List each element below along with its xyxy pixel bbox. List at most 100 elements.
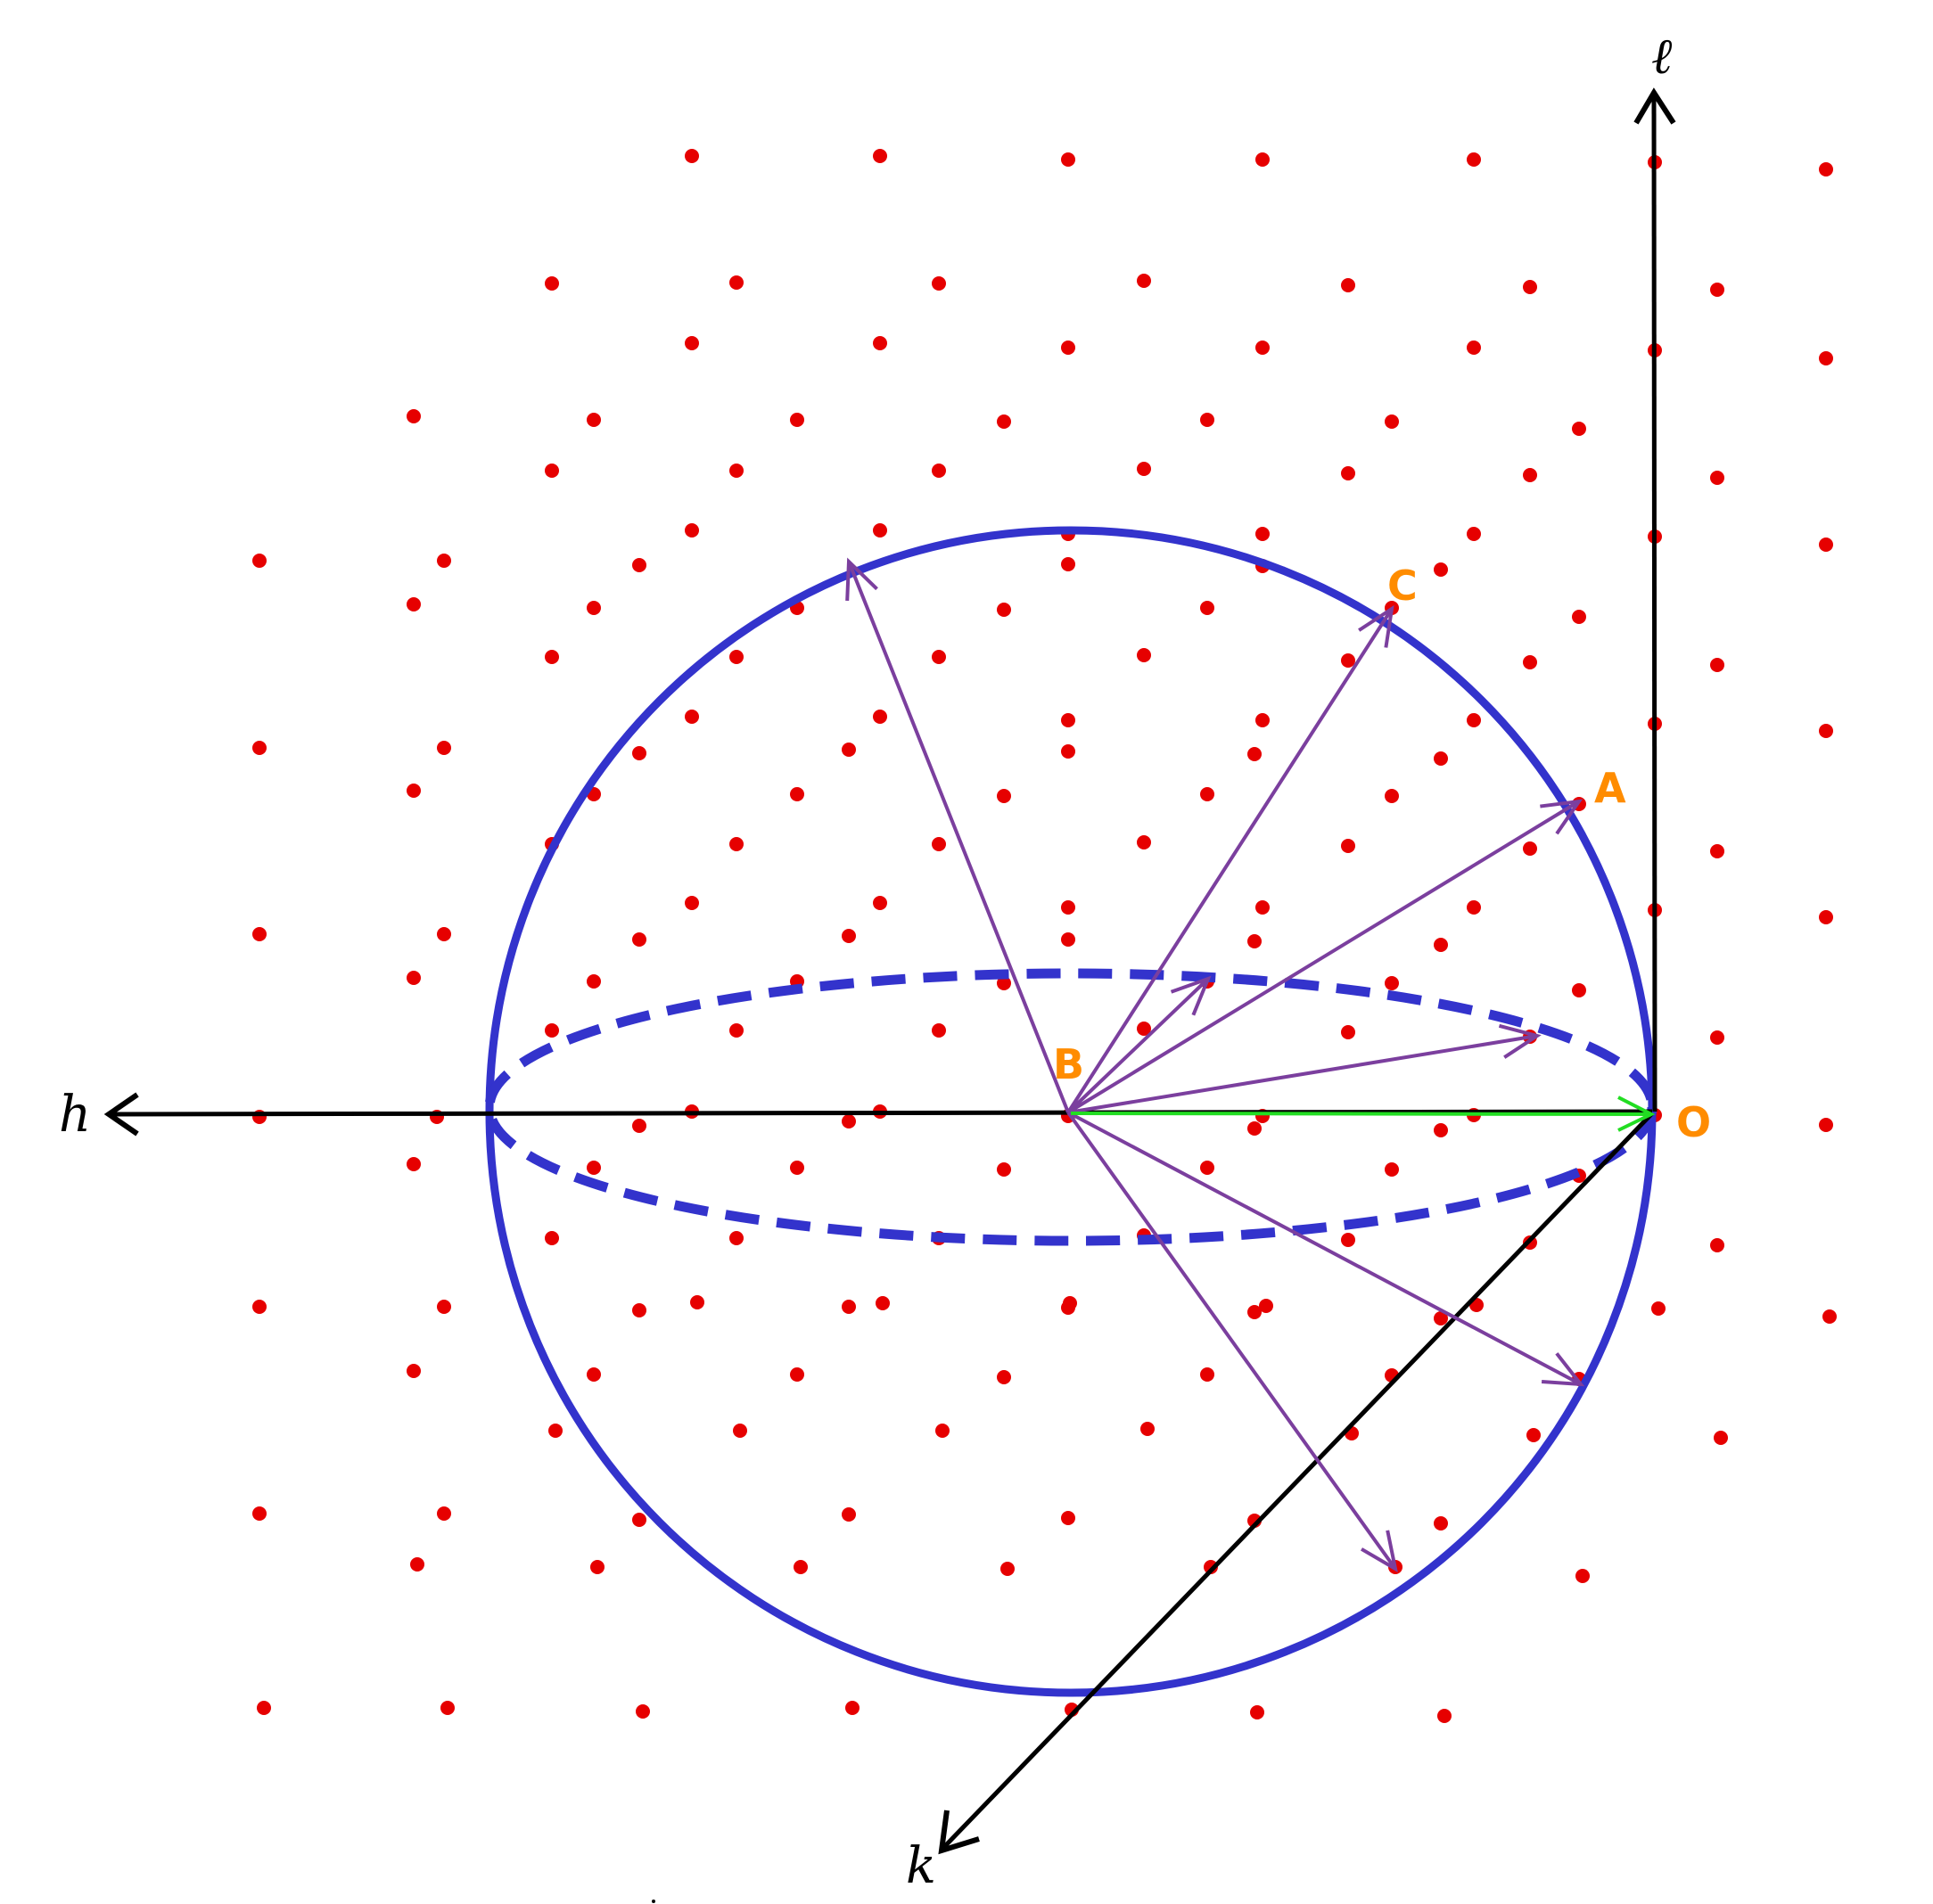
lattice-point — [636, 1704, 650, 1719]
lattice-point — [545, 650, 559, 664]
lattice-point — [733, 1424, 747, 1438]
lattice-point — [1434, 562, 1448, 577]
lattice-point — [1710, 283, 1724, 297]
lattice-point — [1819, 538, 1833, 552]
lattice-point — [440, 1701, 455, 1715]
lattice-point — [545, 1231, 559, 1245]
lattice-point — [1200, 601, 1214, 615]
lattice-point — [1434, 1516, 1448, 1531]
lattice-point — [1061, 152, 1075, 167]
lattice-point — [587, 413, 601, 427]
lattice-point — [1434, 1311, 1448, 1325]
lattice-point — [842, 1507, 856, 1522]
l-axis — [1651, 90, 1657, 1112]
lattice-point — [1061, 900, 1075, 915]
lattice-point — [842, 929, 856, 943]
lattice-point — [1247, 1121, 1262, 1136]
lattice-point — [410, 1557, 424, 1572]
lattice-point — [1137, 1022, 1151, 1036]
lattice-point — [1204, 1560, 1218, 1574]
lattice-point — [548, 1424, 563, 1438]
lattice-point — [685, 149, 699, 163]
lattice-point — [1200, 1161, 1214, 1175]
point-c-label: C — [1387, 562, 1418, 610]
lattice-point — [1572, 983, 1586, 997]
lattice-point — [587, 974, 601, 989]
lattice-point — [1061, 713, 1075, 727]
lattice-point — [545, 1023, 559, 1038]
lattice-point — [1575, 1569, 1590, 1583]
lattice-point — [932, 1023, 946, 1038]
lattice-point — [685, 710, 699, 724]
lattice-point — [997, 976, 1011, 990]
lattice-point — [1137, 835, 1151, 849]
lattice-point — [1385, 414, 1399, 429]
k-axis-arrowhead — [938, 1810, 980, 1855]
k-axis — [942, 1112, 1654, 1850]
lattice-point — [794, 1560, 808, 1574]
lattice-point — [1341, 278, 1355, 292]
lattice-point — [1341, 1025, 1355, 1039]
lattice-point — [1710, 471, 1724, 485]
lattice-point — [632, 1119, 646, 1133]
lattice-point — [632, 932, 646, 947]
h-axis — [110, 1109, 1653, 1117]
wave-vector — [1066, 800, 1581, 1114]
lattice-point — [1385, 1162, 1399, 1177]
lattice-point — [729, 837, 744, 851]
wave-vector — [1066, 977, 1210, 1114]
lattice-point — [407, 971, 421, 985]
lattice-point — [1061, 932, 1075, 947]
lattice-point — [997, 789, 1011, 803]
k-axis-label: k — [906, 1837, 936, 1895]
lattice-point — [632, 558, 646, 572]
lattice-point — [1467, 152, 1481, 167]
wave-vector-arrowhead — [1540, 799, 1583, 835]
lattice-point — [257, 1701, 271, 1715]
incident-beam-line — [1070, 1112, 1652, 1116]
lattice-point — [873, 336, 887, 350]
lattice-point — [1061, 557, 1075, 571]
lattice-point — [1437, 1709, 1452, 1723]
lattice-point — [842, 743, 856, 757]
lattice-point — [252, 1300, 267, 1314]
lattice-point — [1385, 789, 1399, 803]
lattice-point — [1200, 413, 1214, 427]
lattice-point — [873, 149, 887, 163]
lattice-point — [935, 1424, 950, 1438]
lattice-point — [1819, 1118, 1833, 1132]
lattice-point — [1822, 1309, 1837, 1324]
lattice-point — [1137, 648, 1151, 662]
incident-beam-arrowhead — [1617, 1096, 1656, 1132]
wave-vector — [847, 561, 1070, 1113]
lattice-point — [873, 896, 887, 910]
lattice-point — [1341, 1233, 1355, 1247]
lattice-point — [407, 409, 421, 423]
lattice-point — [997, 1162, 1011, 1177]
center-label: B — [1053, 1040, 1084, 1088]
lattice-point — [1572, 422, 1586, 436]
lattice-point — [1526, 1428, 1541, 1442]
lattice-point — [997, 414, 1011, 429]
lattice-point — [1259, 1299, 1273, 1313]
lattice-point — [1710, 1030, 1724, 1045]
lattice-point — [729, 650, 744, 664]
lattice-point — [842, 1300, 856, 1314]
lattice-point — [1341, 466, 1355, 480]
lattice-point — [729, 275, 744, 290]
lattice-point — [1137, 274, 1151, 288]
h-axis-arrowhead — [103, 1092, 139, 1137]
lattice-point — [1341, 839, 1355, 853]
wave-vector — [1066, 607, 1394, 1114]
sphere-equator — [484, 968, 1657, 1246]
lattice-point — [1819, 351, 1833, 365]
lattice-point — [437, 1300, 451, 1314]
lattice-point — [590, 1560, 605, 1574]
lattice-point — [1523, 280, 1537, 294]
lattice-point — [729, 1023, 744, 1038]
lattice-point — [1710, 658, 1724, 672]
lattice-point — [1523, 468, 1537, 482]
lattice-point — [729, 464, 744, 478]
lattice-point — [1467, 341, 1481, 355]
